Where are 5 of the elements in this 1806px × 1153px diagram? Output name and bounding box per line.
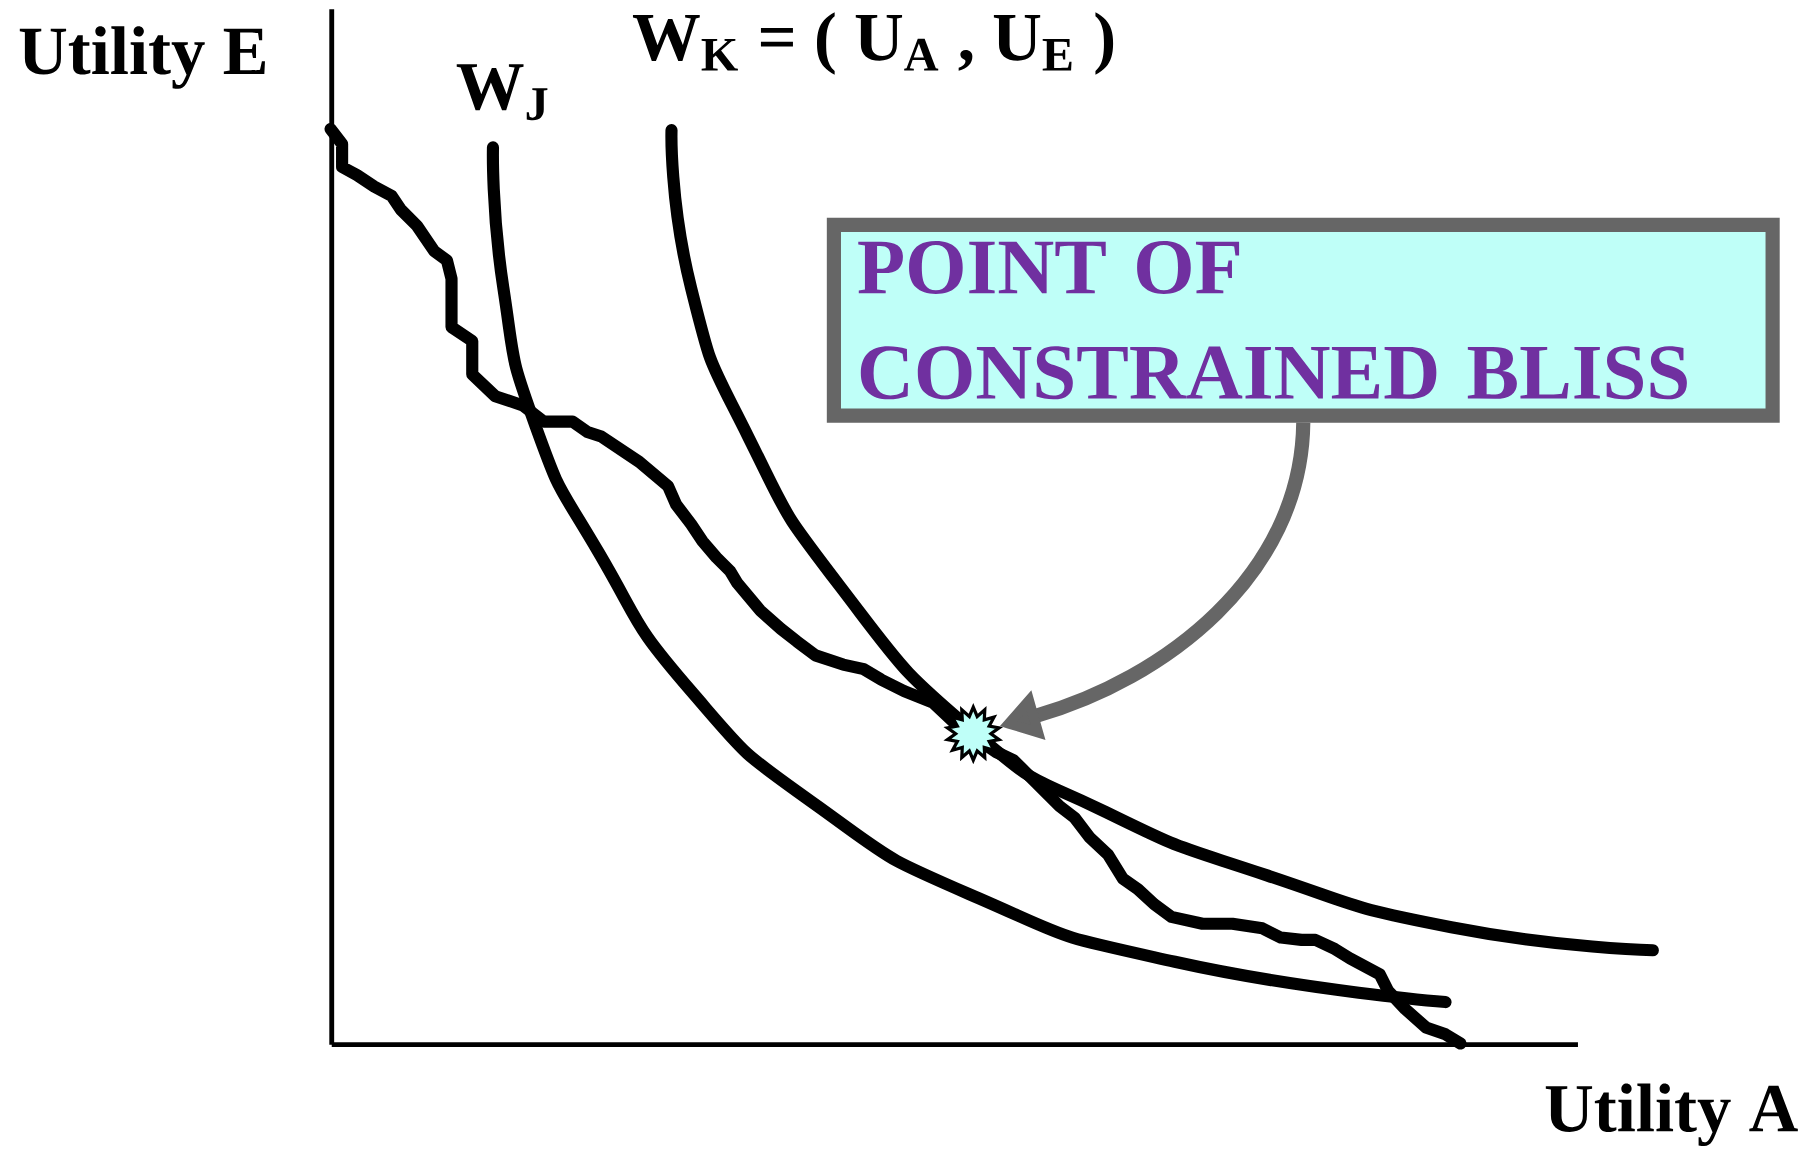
axis-label: Utility A	[1545, 1083, 1798, 1147]
axis-label: W$_{J}$	[456, 64, 548, 121]
axis-label: W$_{K}$ = ( U$_{A}$ , U$_{E}$ )	[632, 12, 1114, 75]
text-box: POINT OF CONSTRAINED BLISS	[826, 217, 1780, 423]
axis-label: Utility E	[19, 26, 265, 89]
